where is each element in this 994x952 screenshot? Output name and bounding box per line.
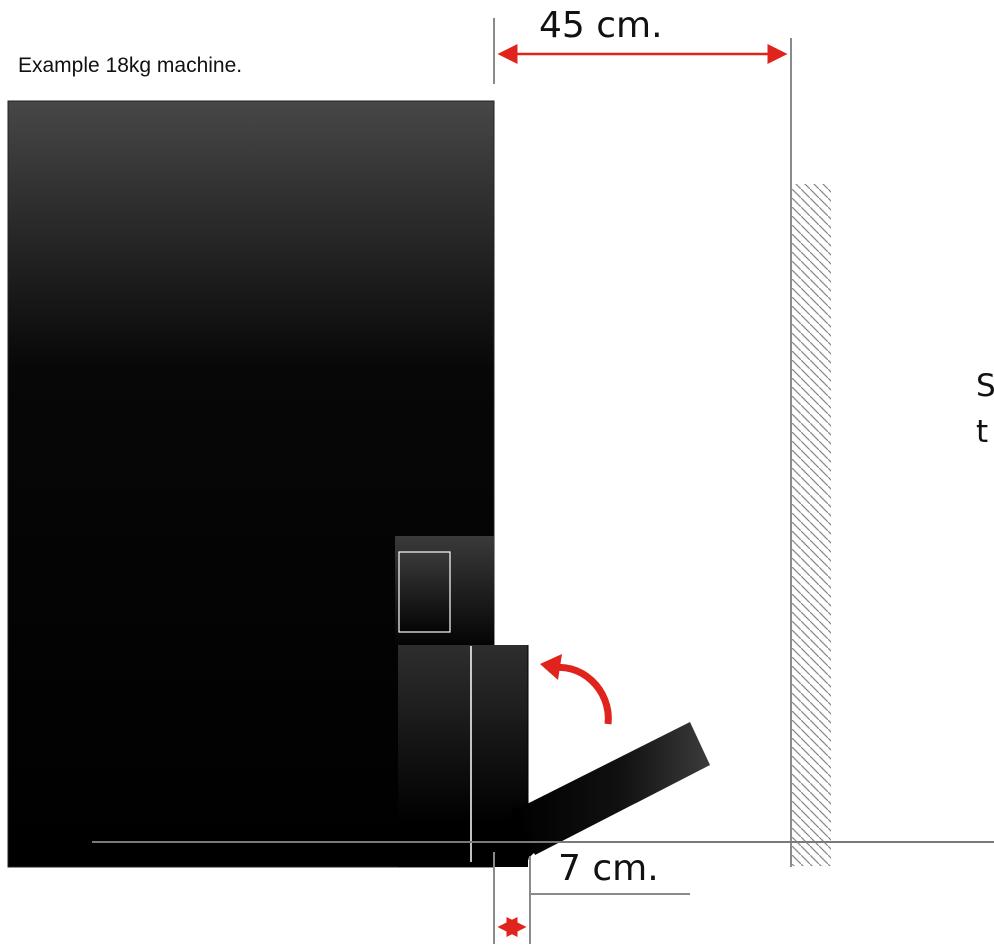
- loading-flap: [515, 722, 710, 855]
- top-dimension-label: 45 cm.: [539, 5, 663, 46]
- bottom-dimension-label: 7 cm.: [558, 848, 659, 889]
- flap-hinge: [492, 805, 535, 866]
- caption: Example 18kg machine.: [18, 54, 242, 77]
- side-text-line-2: t: [976, 414, 988, 450]
- side-text-line-1: S: [976, 368, 994, 404]
- rotation-arrow-head: [540, 654, 562, 680]
- wall-hatching: [792, 184, 831, 866]
- control-panel-inset: [398, 551, 451, 633]
